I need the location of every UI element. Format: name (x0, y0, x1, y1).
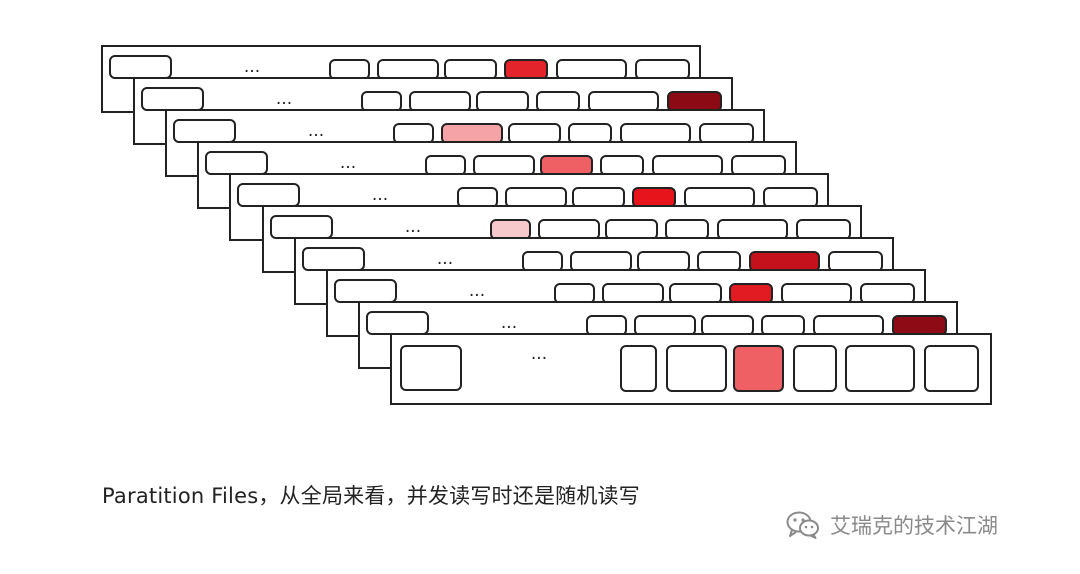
file-block (536, 91, 580, 112)
file-block (665, 219, 709, 240)
file-block-highlighted (667, 91, 722, 112)
file-block (635, 59, 690, 80)
file-block-highlighted (733, 345, 784, 392)
file-block-highlighted (749, 251, 820, 272)
ellipsis-label: ... (469, 281, 485, 301)
ellipsis-label: ... (531, 344, 547, 364)
file-block (602, 283, 664, 304)
file-block (377, 59, 439, 80)
file-block-highlighted (441, 123, 503, 144)
file-block (684, 187, 755, 208)
file-block (588, 91, 659, 112)
file-block (409, 91, 471, 112)
file-block (505, 187, 567, 208)
file-block (366, 311, 429, 335)
file-block (444, 59, 497, 80)
ellipsis-label: ... (372, 185, 388, 205)
file-block (508, 123, 561, 144)
file-block (828, 251, 883, 272)
partition-file: ... (390, 333, 992, 405)
file-block-highlighted (729, 283, 773, 304)
ellipsis-label: ... (340, 153, 356, 173)
file-block (796, 219, 851, 240)
file-block-highlighted (490, 219, 531, 240)
file-block (302, 247, 365, 271)
file-block (400, 345, 462, 391)
file-block (173, 119, 236, 143)
file-block (761, 315, 805, 336)
file-block-highlighted (632, 187, 676, 208)
file-block (652, 155, 723, 176)
file-block (329, 59, 370, 80)
file-block (669, 283, 722, 304)
file-block (634, 315, 696, 336)
file-block (538, 219, 600, 240)
watermark-text: 艾瑞克的技术江湖 (830, 514, 998, 538)
watermark: 艾瑞克的技术江湖 (786, 510, 998, 540)
file-block (361, 91, 402, 112)
ellipsis-label: ... (308, 121, 324, 141)
file-block (425, 155, 466, 176)
file-block-highlighted (540, 155, 593, 176)
file-block-highlighted (892, 315, 947, 336)
file-block (697, 251, 741, 272)
ellipsis-label: ... (405, 217, 421, 237)
file-block (334, 279, 397, 303)
partition-files-diagram: .............................. (101, 45, 992, 405)
caption: Paratition Files，从全局来看，并发读写时还是随机读写 (102, 484, 640, 508)
file-block (793, 345, 837, 392)
file-block (717, 219, 788, 240)
file-block (763, 187, 818, 208)
ellipsis-label: ... (244, 57, 260, 77)
file-block (554, 283, 595, 304)
file-block (781, 283, 852, 304)
file-block (237, 183, 300, 207)
file-block (270, 215, 333, 239)
ellipsis-label: ... (501, 313, 517, 333)
file-block (476, 91, 529, 112)
file-block (605, 219, 658, 240)
wechat-icon (786, 511, 819, 539)
file-block (556, 59, 627, 80)
file-block (600, 155, 644, 176)
file-block (393, 123, 434, 144)
file-block (473, 155, 535, 176)
file-block (699, 123, 754, 144)
ellipsis-label: ... (437, 249, 453, 269)
file-block (570, 251, 632, 272)
file-block (522, 251, 563, 272)
file-block (620, 345, 657, 392)
file-block (141, 87, 204, 111)
file-block (845, 345, 915, 392)
file-block (860, 283, 915, 304)
file-block (666, 345, 727, 392)
file-block (205, 151, 268, 175)
file-block (109, 55, 172, 79)
file-block (572, 187, 625, 208)
file-block (568, 123, 612, 144)
file-block (586, 315, 627, 336)
file-block (701, 315, 754, 336)
file-block-highlighted (504, 59, 548, 80)
file-block (637, 251, 690, 272)
file-block (924, 345, 979, 392)
file-block (731, 155, 786, 176)
file-block (457, 187, 498, 208)
file-block (813, 315, 884, 336)
file-block (620, 123, 691, 144)
ellipsis-label: ... (276, 89, 292, 109)
